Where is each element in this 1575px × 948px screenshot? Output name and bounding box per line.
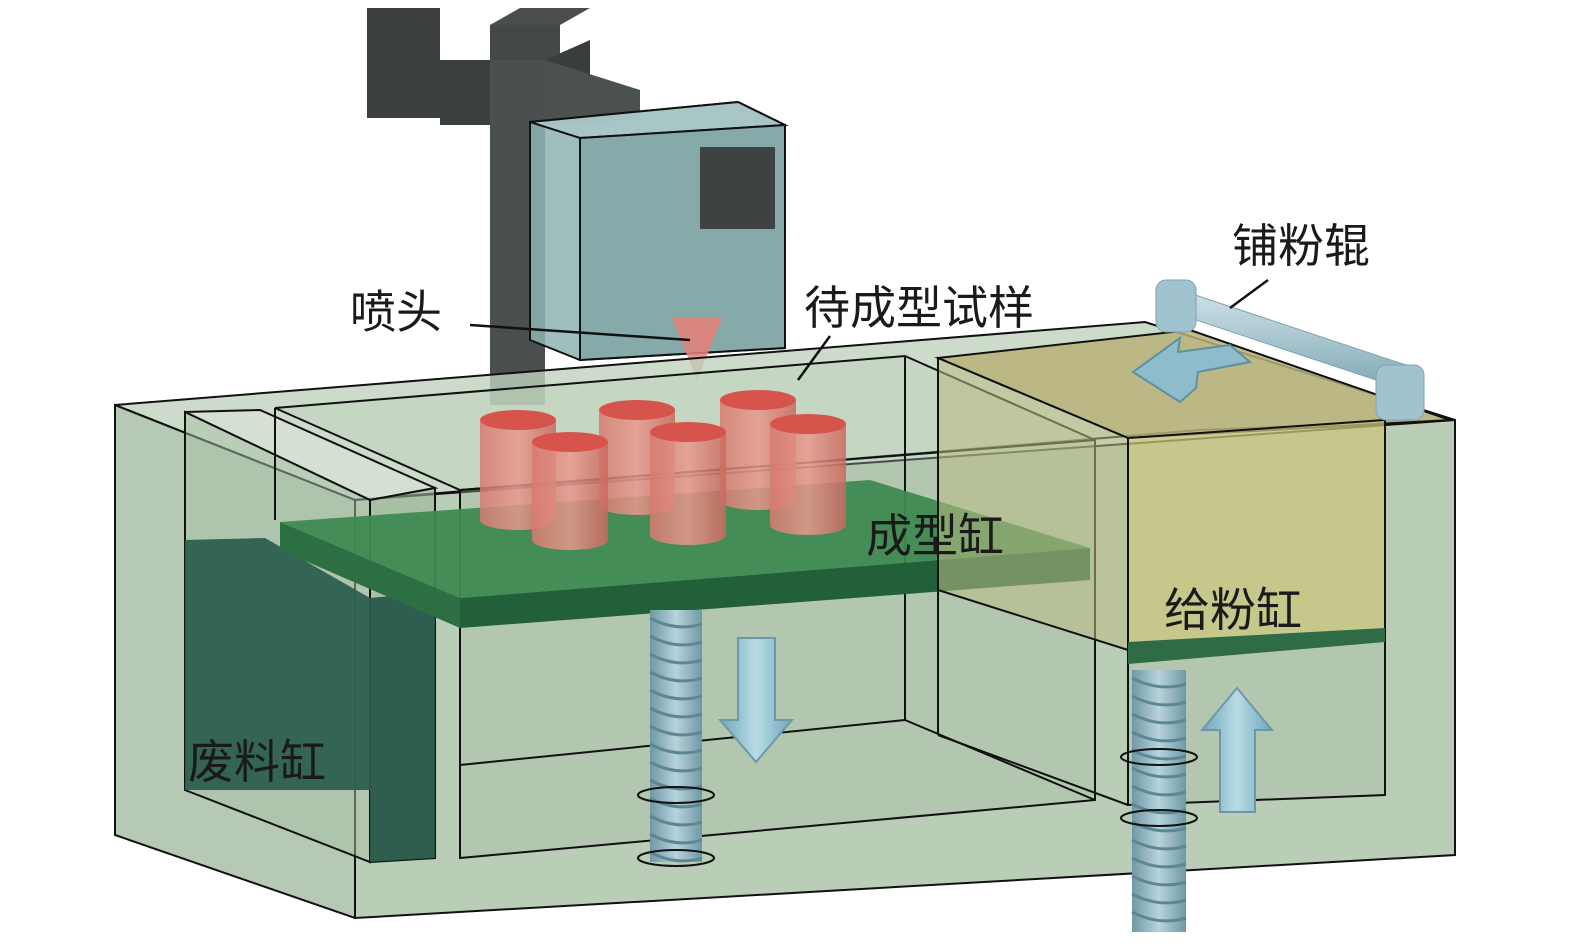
screw-thread (1131, 676, 1187, 689)
screw-thread (649, 634, 703, 647)
screw-thread (1131, 838, 1187, 851)
feed-up-arrow (1199, 686, 1275, 813)
screw-thread (649, 742, 703, 755)
gantry-arm (367, 8, 640, 405)
roller-direction-arrow (1131, 335, 1253, 404)
screw-thread (649, 688, 703, 701)
screw-thread (1131, 694, 1187, 707)
build-screw (637, 610, 715, 867)
screw-thread (1131, 748, 1187, 761)
label-build-cylinder: 成型缸 (866, 509, 1004, 563)
print-head (529, 100, 789, 380)
label-nozzle: 喷头 (350, 285, 442, 339)
screw-thread (1131, 874, 1187, 887)
screw-thread (649, 706, 703, 719)
print-head-camera (700, 147, 775, 229)
nozzle-tip (672, 318, 722, 380)
screw-thread (649, 850, 703, 863)
screw-thread (649, 832, 703, 845)
sample-cylinder-top (599, 400, 675, 420)
screw-thread (1131, 784, 1187, 797)
screw-thread (649, 724, 703, 737)
screw-thread (649, 814, 703, 827)
screw-thread (649, 796, 703, 809)
label-roller: 铺粉辊 (1232, 219, 1370, 273)
screw-thread (1131, 910, 1187, 923)
sample-cylinder (770, 424, 846, 535)
feed-screw (1120, 670, 1198, 932)
screw-thread (649, 760, 703, 773)
label-feed-cylinder: 给粉缸 (1164, 583, 1302, 637)
sample-cylinder (650, 432, 726, 545)
sample-cylinder-top (770, 414, 846, 434)
build-down-arrow (717, 637, 795, 764)
screw-thread (649, 616, 703, 629)
sample-cylinder-top (532, 432, 608, 452)
sample-cylinder (532, 442, 608, 550)
samples (480, 390, 846, 550)
sample-cylinder-top (720, 390, 796, 410)
screw-thread (1131, 730, 1187, 743)
sample-cylinder-top (650, 422, 726, 442)
screw-thread (649, 778, 703, 791)
roller (1155, 279, 1425, 421)
leader-lines (469, 278, 1269, 381)
screw-thread (649, 670, 703, 683)
waste-cylinder (184, 408, 439, 864)
screw-thread (1131, 892, 1187, 905)
screw-thread (1131, 712, 1187, 725)
screw-thread (649, 652, 703, 665)
sample-cylinder-top (480, 410, 556, 430)
screw-thread (1131, 766, 1187, 779)
label-sample: 待成型试样 (804, 281, 1034, 335)
label-waste-cylinder: 废料缸 (188, 735, 326, 789)
screw-thread (1131, 856, 1187, 869)
